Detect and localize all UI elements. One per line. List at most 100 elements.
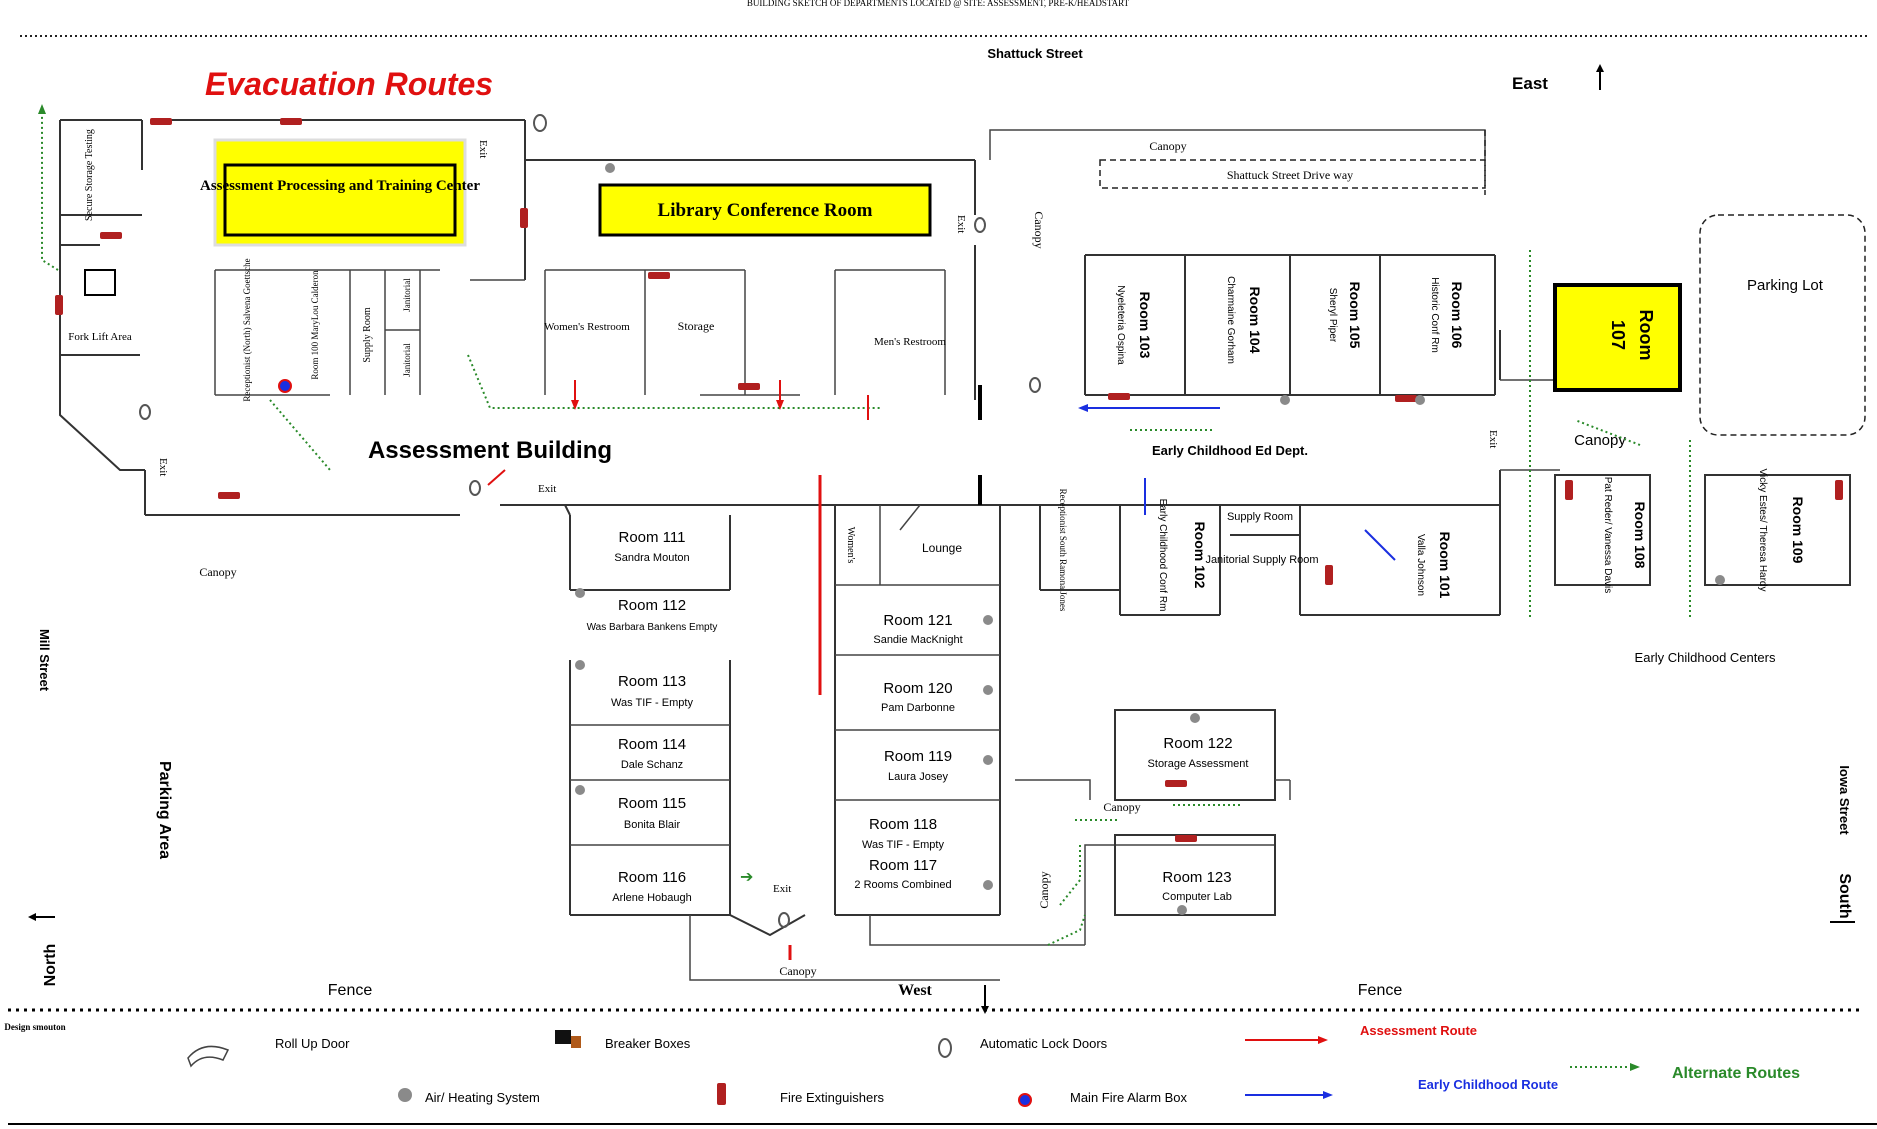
room-115-label: Room 115 bbox=[618, 795, 686, 812]
design-credit: Design smouton bbox=[4, 1022, 65, 1032]
fire-extinguisher-icon bbox=[1565, 480, 1573, 500]
womens-restroom-label: Women's Restroom bbox=[544, 321, 630, 333]
canopy-right-label: Canopy bbox=[1574, 432, 1626, 449]
room-107-box: Room 107 bbox=[1553, 283, 1682, 392]
air-heating-icons bbox=[575, 163, 1725, 915]
legend-assessment-route: Assessment Route bbox=[1360, 1023, 1477, 1038]
room-112: Room 112 Was Barbara Bankens Empty bbox=[587, 597, 718, 633]
room-105: Room 105 Sheryl Piper bbox=[1327, 282, 1363, 349]
room-123-label: Room 123 bbox=[1162, 869, 1231, 886]
fire-extinguisher-icon bbox=[1108, 393, 1130, 400]
room-101-label: Room 101 bbox=[1437, 532, 1453, 599]
room-123-name: Computer Lab bbox=[1162, 891, 1232, 903]
room-120-label: Room 120 bbox=[883, 680, 952, 697]
room-104-label: Room 104 bbox=[1247, 287, 1263, 354]
air-heating-icon bbox=[398, 1088, 412, 1102]
lock-icon bbox=[1029, 377, 1041, 393]
room-116-name: Arlene Hobaugh bbox=[612, 892, 692, 904]
parking-area-label: Parking Area bbox=[156, 761, 173, 859]
room-122-name: Storage Assessment bbox=[1148, 758, 1249, 770]
room-118-label: Room 118 bbox=[869, 816, 937, 833]
room-102-name: Early Childhood Conf Rm bbox=[1157, 499, 1168, 612]
lock-icon bbox=[778, 912, 790, 928]
room-123: Room 123 Computer Lab bbox=[1162, 869, 1232, 903]
room-114: Room 114 Dale Schanz bbox=[618, 736, 686, 771]
room-109-label: Room 109 bbox=[1790, 497, 1806, 564]
receptionist-south-label: Receptionist South Ramona Jones bbox=[1058, 489, 1068, 612]
compass-west: West bbox=[898, 982, 932, 999]
room-117-name: 2 Rooms Combined bbox=[854, 879, 951, 891]
room-114-name: Dale Schanz bbox=[621, 759, 683, 771]
room-106-name: Historic Conf Rm bbox=[1429, 277, 1440, 353]
lock-door-icons bbox=[139, 114, 1041, 928]
secure-storage-label: Secure Storage Testing bbox=[84, 129, 95, 221]
room-103-name: Nyeleteria Ospina bbox=[1115, 285, 1126, 365]
library-box: Library Conference Room bbox=[598, 183, 932, 237]
legend-fire-alarm-box: Main Fire Alarm Box bbox=[1070, 1090, 1188, 1105]
legend-auto-lock-doors: Automatic Lock Doors bbox=[980, 1036, 1108, 1051]
room-103-label: Room 103 bbox=[1137, 292, 1153, 359]
room-108-label: Room 108 bbox=[1632, 502, 1648, 569]
legend-air-heating: Air/ Heating System bbox=[425, 1090, 540, 1105]
assessment-routes bbox=[487, 380, 869, 960]
room-107-number: 107 bbox=[1608, 320, 1628, 350]
room-115: Room 115 Bonita Blair bbox=[618, 795, 686, 831]
lock-icon bbox=[533, 114, 547, 132]
canopy-bottom-label: Canopy bbox=[779, 964, 816, 978]
womens-label: Women's bbox=[845, 527, 856, 564]
room-106: Room 106 Historic Conf Rm bbox=[1429, 277, 1465, 353]
north-arrow-icon bbox=[28, 913, 36, 921]
canopy-top-label: Canopy bbox=[1149, 139, 1186, 153]
room-121-label: Room 121 bbox=[883, 612, 952, 629]
room-111-name: Sandra Mouton bbox=[614, 552, 689, 564]
supply-room-2-label: Supply Room bbox=[1227, 511, 1293, 523]
fire-extinguisher-icon bbox=[1325, 565, 1333, 585]
assessment-center-box: Assessment Processing and Training Cente… bbox=[200, 138, 480, 247]
room-122-label: Room 122 bbox=[1163, 735, 1232, 752]
lock-icon bbox=[974, 217, 986, 233]
legend-fire-extinguishers: Fire Extinguishers bbox=[780, 1090, 885, 1105]
fire-extinguisher-icon bbox=[100, 232, 122, 239]
room-112-label: Room 112 bbox=[618, 597, 686, 614]
air-heating-icon bbox=[1715, 575, 1725, 585]
air-heating-icon bbox=[983, 755, 993, 765]
janitorial-supply-label: Janitorial Supply Room bbox=[1205, 554, 1318, 566]
air-heating-icon bbox=[1190, 713, 1200, 723]
fork-lift-label: Fork Lift Area bbox=[68, 331, 132, 343]
janitorial-a-label: Janitorial bbox=[402, 278, 412, 312]
room-121: Room 121 Sandie MacKnight bbox=[873, 612, 962, 646]
east-arrow-icon bbox=[1596, 64, 1604, 72]
storage-label: Storage bbox=[678, 319, 715, 333]
fire-extinguisher-icon bbox=[1395, 395, 1417, 402]
evacuation-title: Evacuation Routes bbox=[205, 66, 493, 102]
room-111-label: Room 111 bbox=[619, 529, 686, 546]
room-100-label: Room 100 MaryLou Calderon bbox=[310, 270, 320, 380]
room-104-name: Charmaine Gorham bbox=[1225, 276, 1236, 364]
legend-alternate-routes: Alternate Routes bbox=[1672, 1065, 1800, 1082]
room-117: Room 117 2 Rooms Combined bbox=[854, 857, 951, 891]
canopy-vertical-label: Canopy bbox=[1032, 211, 1046, 248]
fire-extinguisher-icon bbox=[648, 272, 670, 279]
alternate-arrow-icon: ➔ bbox=[740, 869, 753, 886]
top-caption: BUILDING SKETCH OF DEPARTMENTS LOCATED @… bbox=[747, 0, 1130, 8]
room-104: Room 104 Charmaine Gorham bbox=[1225, 276, 1263, 364]
roll-up-door-icon bbox=[187, 1045, 230, 1068]
room-109: Room 109 Vicky Estes/ Theresa Hardy bbox=[1757, 468, 1806, 591]
driveway-label: Shattuck Street Drive way bbox=[1227, 168, 1353, 182]
legend-roll-up-door: Roll Up Door bbox=[275, 1036, 350, 1051]
compass-north: North bbox=[42, 944, 59, 987]
room-101: Room 101 Valla Johnson bbox=[1415, 532, 1453, 599]
room-119-label: Room 119 bbox=[884, 748, 952, 765]
south-wing-walls bbox=[569, 475, 1291, 981]
room-102-label: Room 102 bbox=[1192, 522, 1208, 589]
fire-extinguisher-icon bbox=[280, 118, 302, 125]
exit-label-5: Exit bbox=[773, 883, 791, 895]
air-heating-icon bbox=[1280, 395, 1290, 405]
air-heating-icon bbox=[983, 685, 993, 695]
lock-icon bbox=[938, 1038, 952, 1058]
fire-extinguisher-icon bbox=[150, 118, 172, 125]
fire-extinguisher-icon bbox=[738, 383, 760, 390]
receptionist-north-label: Receptionist (North) Salvena Goettsche bbox=[242, 258, 252, 401]
janitorial-b-label: Janitorial bbox=[402, 343, 412, 377]
